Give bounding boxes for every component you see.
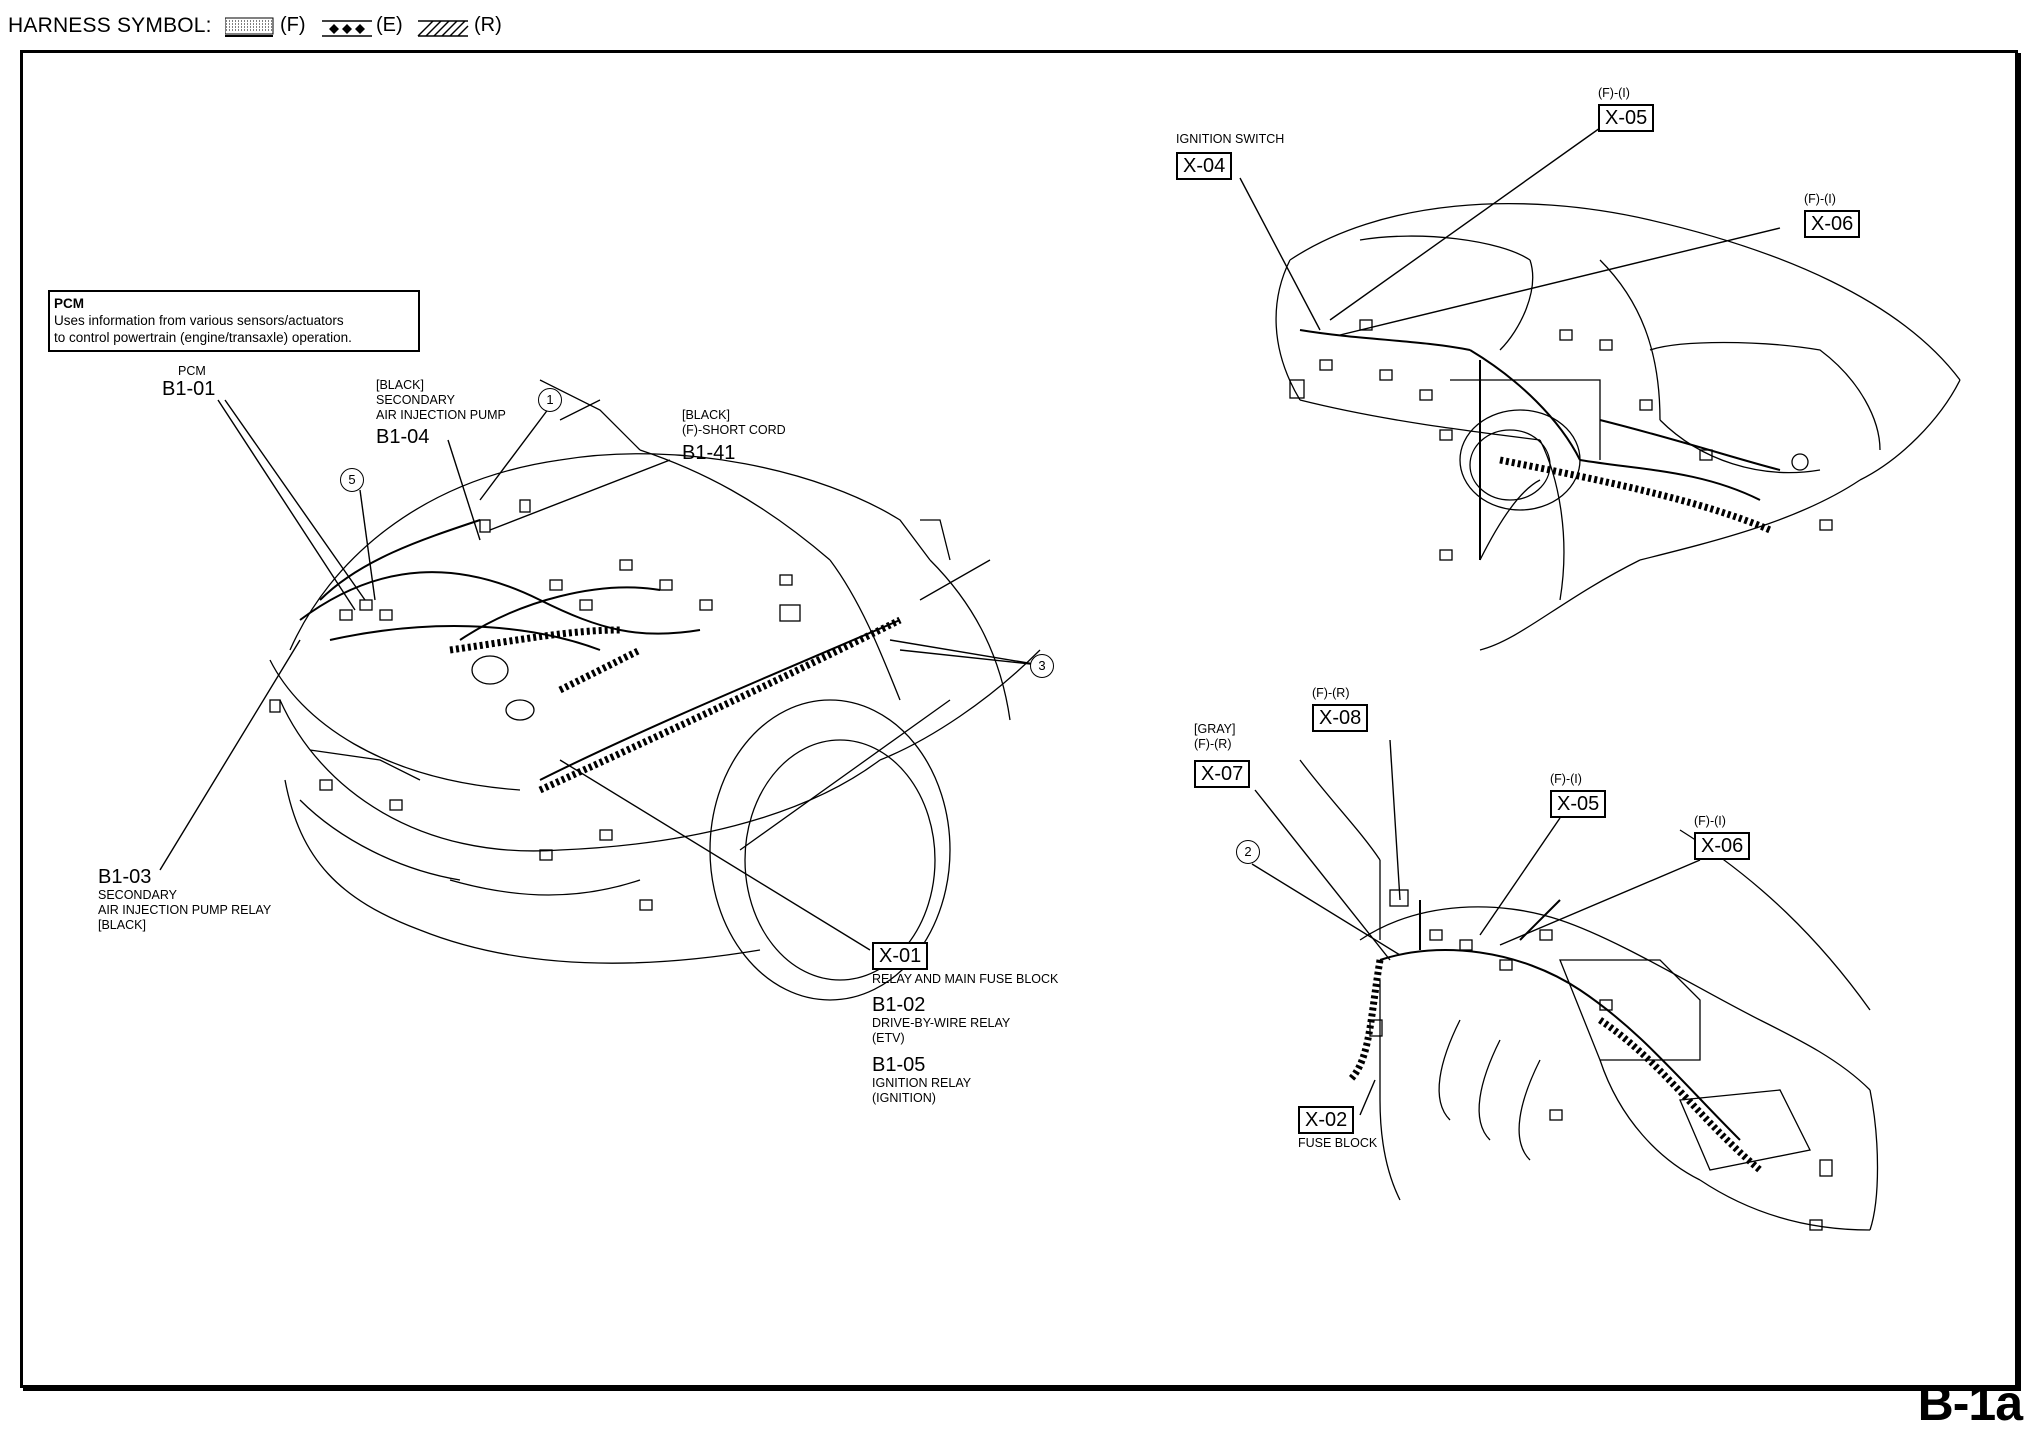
callout-3: 3	[1030, 654, 1054, 678]
dashboard-lower-hatched	[1347, 959, 1763, 1173]
dashboard-upper-leaders	[1239, 127, 1781, 336]
dashboard-lower-connectors	[1369, 889, 1833, 1231]
lower-x-06-caption: (F)-(I)	[1694, 814, 1726, 828]
b1-03-line3: [BLACK]	[98, 918, 146, 932]
x-07-line1: [GRAY]	[1194, 722, 1236, 736]
dashboard-upper-outline	[1275, 202, 1961, 651]
upper-x-05-code: X-05	[1598, 104, 1655, 132]
harness-symbol-legend	[224, 12, 515, 42]
x-07-line2: (F)-(R)	[1194, 737, 1232, 751]
lower-x-05-code: X-05	[1550, 790, 1607, 818]
b1-02-line1: DRIVE-BY-WIRE RELAY	[872, 1016, 1011, 1030]
b1-41-line1: [BLACK]	[682, 408, 730, 422]
harness-symbol-title: HARNESS SYMBOL:	[8, 14, 212, 37]
engine-harness-lines	[299, 519, 901, 781]
upper-x-05-caption: (F)-(I)	[1598, 86, 1630, 100]
b1-05-line2: (IGNITION)	[872, 1091, 936, 1105]
b1-04-code: B1-04	[376, 426, 430, 448]
x-08-code: X-08	[1312, 704, 1369, 732]
b1-05-code: B1-05	[872, 1054, 926, 1076]
dashboard-upper-harness	[1299, 329, 1781, 560]
dotted-pattern-icon	[224, 17, 274, 37]
b1-05-line1: IGNITION RELAY	[872, 1076, 972, 1090]
page-code: B-1a	[1917, 1375, 2023, 1431]
b1-02-code: B1-02	[872, 994, 926, 1016]
b1-05-label: IGNITION RELAY (IGNITION)	[872, 1076, 971, 1106]
b1-41-code: B1-41	[682, 442, 736, 464]
pcm-note-title: PCM	[54, 296, 84, 311]
x-04-code: X-04	[1176, 152, 1233, 180]
dashboard-lower-leaders	[1251, 739, 1701, 1116]
b1-03-line1: SECONDARY	[98, 888, 177, 902]
engine-leader-lines	[159, 399, 1041, 951]
engine-harness-hatched	[449, 616, 902, 794]
x-02-caption: FUSE BLOCK	[1298, 1136, 1378, 1150]
b1-03-label: SECONDARY AIR INJECTION PUMP RELAY [BLAC…	[98, 888, 271, 933]
b1-04-label: [BLACK] SECONDARY AIR INJECTION PUMP	[376, 378, 506, 423]
harness-symbol-swatches	[224, 17, 469, 37]
x-01-caption: RELAY AND MAIN FUSE BLOCK	[872, 972, 1059, 986]
b1-03-line2: AIR INJECTION PUMP RELAY	[98, 903, 272, 917]
callout-2: 2	[1236, 840, 1260, 864]
engine-connectors	[269, 499, 801, 911]
upper-x-06-code: X-06	[1804, 210, 1861, 238]
symbol-f-label: (F)	[280, 14, 306, 36]
b1-02-label: DRIVE-BY-WIRE RELAY (ETV)	[872, 1016, 1010, 1046]
x-02-code: X-02	[1298, 1106, 1355, 1134]
diamond-pattern-icon	[322, 20, 372, 37]
hatched-pattern-icon	[417, 20, 469, 37]
pcm-note-line1: Uses information from various sensors/ac…	[54, 313, 344, 328]
b1-01-code: B1-01	[162, 378, 216, 400]
b1-04-line3: AIR INJECTION PUMP	[376, 408, 506, 422]
b1-03-code: B1-03	[98, 866, 152, 888]
b1-41-line2: (F)-SHORT CORD	[682, 423, 786, 437]
x-08-caption: (F)-(R)	[1312, 686, 1350, 700]
upper-x-06-caption: (F)-(I)	[1804, 192, 1836, 206]
b1-04-line1: [BLACK]	[376, 378, 424, 392]
symbol-e-label: (E)	[376, 14, 403, 36]
x-07-label: [GRAY] (F)-(R)	[1194, 722, 1235, 752]
pcm-note-box: PCM Uses information from various sensor…	[48, 290, 420, 352]
b1-41-label: [BLACK] (F)-SHORT CORD	[682, 408, 786, 438]
x-04-caption: IGNITION SWITCH	[1176, 132, 1285, 146]
symbol-r-label: (R)	[474, 14, 502, 36]
dashboard-lower-harness	[1379, 899, 1741, 1141]
dashboard-upper-hatched	[1499, 456, 1772, 534]
lower-x-05-caption: (F)-(I)	[1550, 772, 1582, 786]
b1-04-line2: SECONDARY	[376, 393, 455, 407]
b1-01-caption: PCM	[178, 364, 206, 378]
pcm-note-line2: to control powertrain (engine/transaxle)…	[54, 330, 352, 345]
lower-x-06-code: X-06	[1694, 832, 1751, 860]
diagram-frame	[20, 50, 2018, 1388]
x-07-code: X-07	[1194, 760, 1251, 788]
callout-5: 5	[340, 468, 364, 492]
callout-1: 1	[538, 388, 562, 412]
car-body-front-view	[269, 379, 1041, 1001]
b1-02-line2: (ETV)	[872, 1031, 905, 1045]
dashboard-upper-connectors	[1289, 319, 1833, 561]
x-01-code: X-01	[872, 942, 929, 970]
